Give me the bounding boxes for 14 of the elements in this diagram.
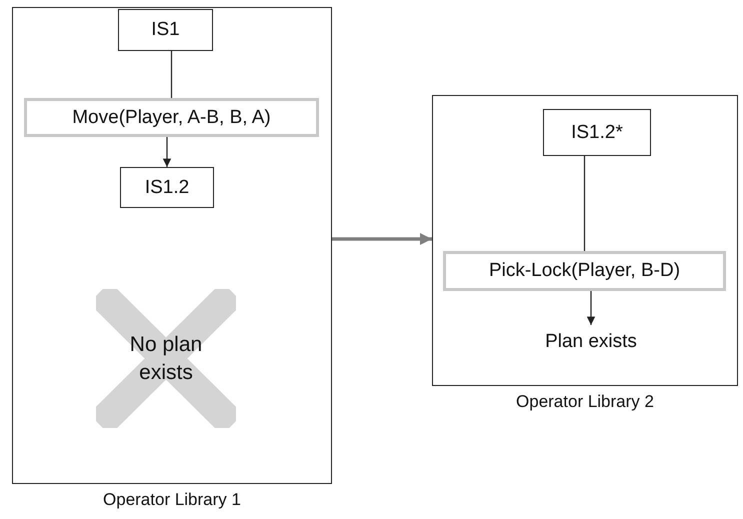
connector-line [584, 156, 586, 251]
panel-caption: Operator Library 1 [102, 490, 242, 510]
arrow [332, 232, 432, 246]
arrow [586, 291, 596, 325]
state-box: IS1 [118, 9, 213, 51]
result-text: No plan exists [128, 332, 204, 386]
connector-line [170, 51, 172, 98]
state-box: IS1.2 [120, 167, 214, 208]
result-text: Plan exists [531, 325, 651, 359]
operator-box: Move(Player, A-B, B, A) [24, 98, 319, 137]
arrow [162, 137, 172, 167]
state-box: IS1.2* [543, 109, 651, 156]
operator-box: Pick-Lock(Player, B-D) [443, 251, 726, 291]
panel-caption: Operator Library 2 [515, 392, 655, 412]
